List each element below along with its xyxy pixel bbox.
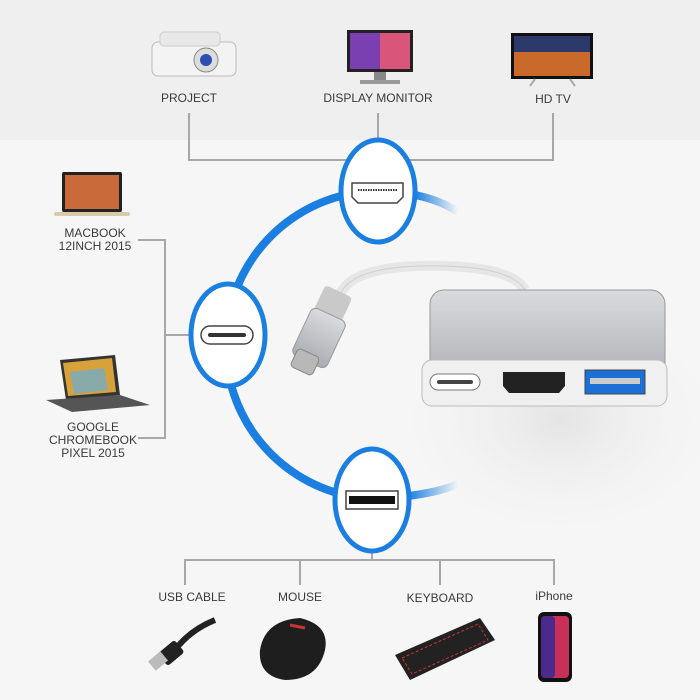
monitor-icon [347,30,413,84]
label-hd-tv: HD TV [535,92,571,106]
label-iphone: iPhone [535,589,573,603]
keyboard-icon [395,618,495,680]
label-line: PIXEL 2015 [61,446,125,460]
label-macbook: MACBOOK 12INCH 2015 [59,227,132,253]
label-line: CHROMEBOOK [48,433,138,447]
projector-icon [151,31,237,77]
hdmi-port-circle [338,137,418,245]
label-line: 12INCH 2015 [58,239,132,253]
chromebook-icon [46,355,150,412]
mouse-icon [259,618,326,680]
usb-cable-icon [148,617,217,671]
hdmi-port-icon [351,182,404,204]
label-keyboard: KEYBOARD [406,591,474,605]
label-mouse: MOUSE [277,590,323,604]
label-usb-cable: USB CABLE [158,590,226,604]
usb-c-adapter-image [290,260,668,407]
label-chromebook: GOOGLE CHROMEBOOK PIXEL 2015 [49,421,137,460]
usb-a-port-circle [332,446,412,554]
label-project: PROJECT [160,91,218,105]
macbook-icon [54,172,130,216]
label-display-monitor: DISPLAY MONITOR [323,91,433,105]
label-line: MACBOOK [64,226,126,240]
label-line: GOOGLE [66,420,120,434]
usb-c-port-circle [188,281,268,389]
tv-icon [511,33,593,87]
phone-icon [538,612,572,682]
